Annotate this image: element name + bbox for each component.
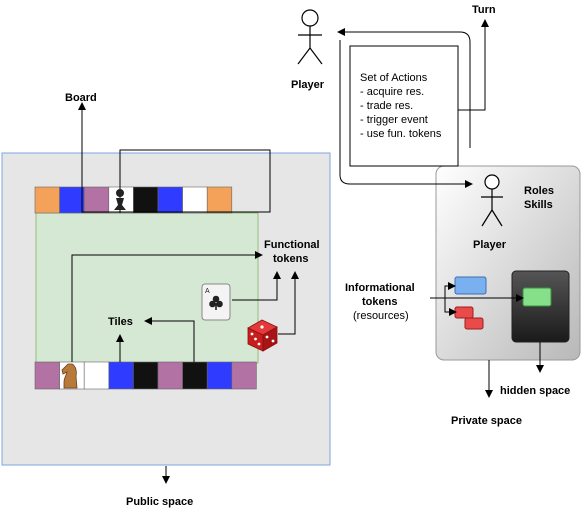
skills-label: Skills (524, 199, 553, 211)
green-token (522, 287, 552, 307)
public-space-label: Public space (126, 496, 193, 508)
action-item: - trigger event (360, 114, 428, 126)
board-track-cell (133, 361, 159, 390)
arrow-to-board (78, 102, 271, 213)
board-track-cell (182, 186, 208, 214)
action-item: - trade res. (360, 100, 413, 112)
board-top-track (34, 186, 233, 214)
arrow-knight-to-functional (71, 251, 263, 362)
arrow-to-turn (458, 19, 489, 111)
player-bottom-label: Player (473, 239, 507, 251)
public-connectors (71, 102, 299, 484)
player-top-stick-figure (297, 9, 323, 65)
arrow-to-player-top (337, 28, 471, 148)
arrow-to-player-bottom (339, 40, 473, 188)
knight-icon (61, 363, 78, 389)
svg-text:A: A (205, 288, 210, 295)
arrow-dice-to-functional (278, 271, 299, 335)
arrow-card-to-functional (232, 271, 281, 301)
board-track-cell (182, 361, 208, 390)
red-token-2 (464, 317, 484, 330)
roles-label: Roles (524, 185, 554, 197)
board-track-cell (157, 361, 183, 390)
informational-label-1: Informational (345, 282, 415, 294)
tiles-label: Tiles (108, 316, 133, 328)
board-track-cell (59, 186, 85, 214)
board-track-cell (34, 186, 60, 214)
player-bottom-stick-figure (481, 174, 503, 227)
board-track-cell (206, 186, 233, 214)
turn-connectors (337, 19, 544, 398)
player-top-label: Player (291, 79, 325, 91)
functional-label-2: tokens (273, 253, 308, 265)
turn-label: Turn (472, 4, 496, 16)
board-track-cell (231, 361, 257, 390)
board-track-cell (206, 361, 233, 390)
red-token-1 (454, 306, 474, 319)
playing-card-icon: A (201, 283, 231, 321)
actions-box (349, 45, 459, 167)
board-track-cell (157, 186, 183, 214)
board-bottom-track (34, 361, 257, 390)
board-track-cell (34, 361, 60, 390)
functional-label-1: Functional (264, 239, 320, 251)
private-space-label: Private space (451, 415, 522, 427)
action-item: - use fun. tokens (360, 128, 442, 140)
informational-label-2: tokens (362, 296, 397, 308)
blue-token (454, 276, 487, 295)
board-label: Board (65, 92, 97, 104)
hidden-space-label: hidden space (500, 385, 570, 397)
arrow-info-to-blue (430, 282, 456, 299)
actions-title: Set of Actions (360, 72, 428, 84)
arrow-info-to-red (444, 298, 457, 316)
informational-label-3: (resources) (353, 310, 409, 322)
board-track-cell (83, 361, 110, 390)
board-track-cell (133, 186, 159, 214)
arrow-right-to-tiles (144, 317, 195, 362)
pawn-icon (114, 189, 126, 210)
board-track-cell (83, 186, 110, 214)
board-track-cell (108, 361, 134, 390)
action-item: - acquire res. (360, 86, 424, 98)
dice-icon (247, 319, 278, 352)
